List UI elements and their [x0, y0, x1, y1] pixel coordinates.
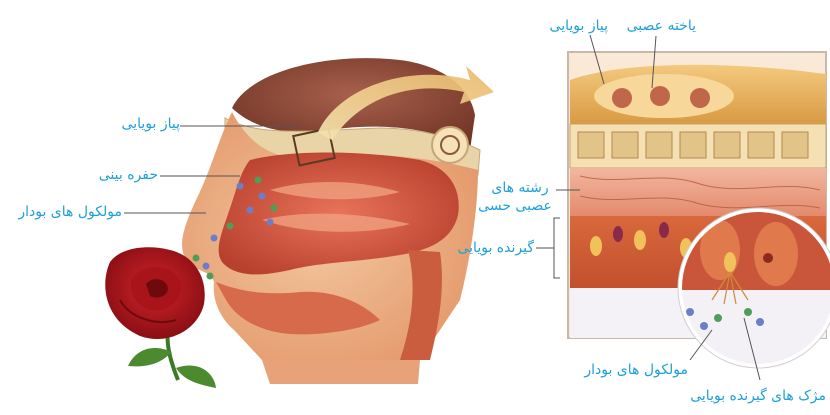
label-nerve-cell: یاخته عصبی	[616, 18, 696, 34]
label-odor-molecules-right: مولکول های بودار	[566, 362, 688, 378]
label-olfactory-bulb-right: پیاز بویایی	[532, 18, 608, 34]
label-sensory-nerve-fibers-line2: عصبی حسی	[476, 198, 554, 214]
label-odor-molecules-left: مولکول های بودار	[0, 204, 122, 220]
label-receptor-cilia: مژک های گیرنده بویایی	[676, 388, 826, 404]
label-sensory-nerve-fibers-line1: رشته های	[486, 180, 554, 196]
head-cross-section	[182, 58, 480, 384]
label-olfactory-receptor: گیرنده بویایی	[432, 240, 534, 256]
receptor-bracket	[554, 218, 560, 278]
label-olfactory-bulb-left: پیاز بویایی	[100, 116, 180, 132]
label-nasal-cavity: حفره بینی	[84, 167, 158, 183]
